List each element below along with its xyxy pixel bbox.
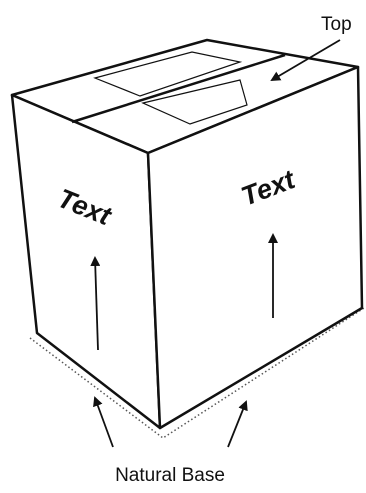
flap-seam (71, 53, 286, 124)
top-label-front (141, 79, 248, 125)
base-callout-arrow-right (227, 400, 248, 448)
top-label-back (93, 51, 243, 97)
left-face-up-arrow (90, 256, 101, 351)
top-callout-label: Top (321, 14, 352, 35)
base-callout-label: Natural Base (115, 465, 225, 486)
box-right-face (146, 65, 364, 430)
base-callout-arrow-left (93, 396, 114, 448)
top-callout-arrow (270, 39, 341, 82)
